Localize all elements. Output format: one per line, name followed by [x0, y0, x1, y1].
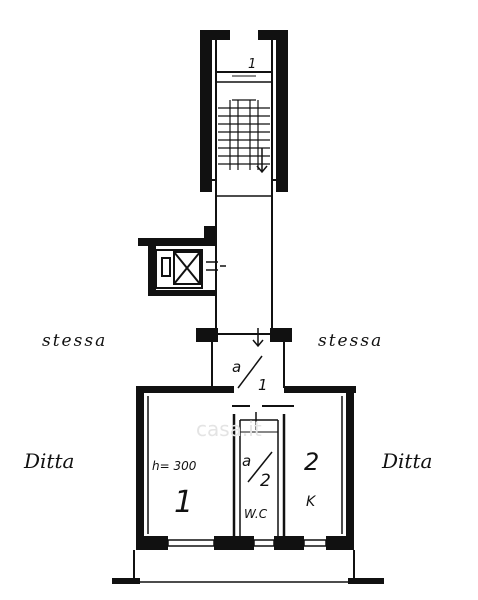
elevator-cross-icon — [161, 251, 201, 285]
kitchen-number: 2 — [304, 448, 319, 476]
svg-text:a: a — [242, 452, 251, 470]
apartment-walls — [112, 386, 384, 584]
kitchen-label: K — [306, 494, 317, 510]
landing-number: 1 — [248, 57, 256, 72]
stair-tower — [200, 30, 288, 192]
svg-text:a: a — [232, 358, 241, 376]
down-arrow-icon — [256, 148, 268, 174]
wc-label: W.C — [244, 507, 268, 521]
down-arrow-icon — [252, 328, 264, 348]
label-ditta-right: Ditta — [381, 449, 432, 473]
label-stessa-right: stessa — [318, 331, 383, 351]
elevator-shaft — [138, 226, 216, 296]
corridor-fraction: a 1 — [232, 355, 268, 394]
svg-text:1: 1 — [258, 376, 268, 394]
svg-text:2: 2 — [260, 471, 271, 491]
label-ditta-left: Ditta — [23, 449, 74, 473]
room1-number: 1 — [174, 485, 193, 520]
label-stessa-left: stessa — [42, 331, 107, 351]
wc-fraction: a 2 — [242, 451, 273, 491]
elevator-door-mark — [206, 261, 226, 271]
room-height-label: h= 300 — [152, 459, 197, 473]
central-corridor — [212, 179, 276, 330]
watermark-logo: casa.it — [196, 417, 262, 441]
entry-landing — [196, 328, 292, 388]
